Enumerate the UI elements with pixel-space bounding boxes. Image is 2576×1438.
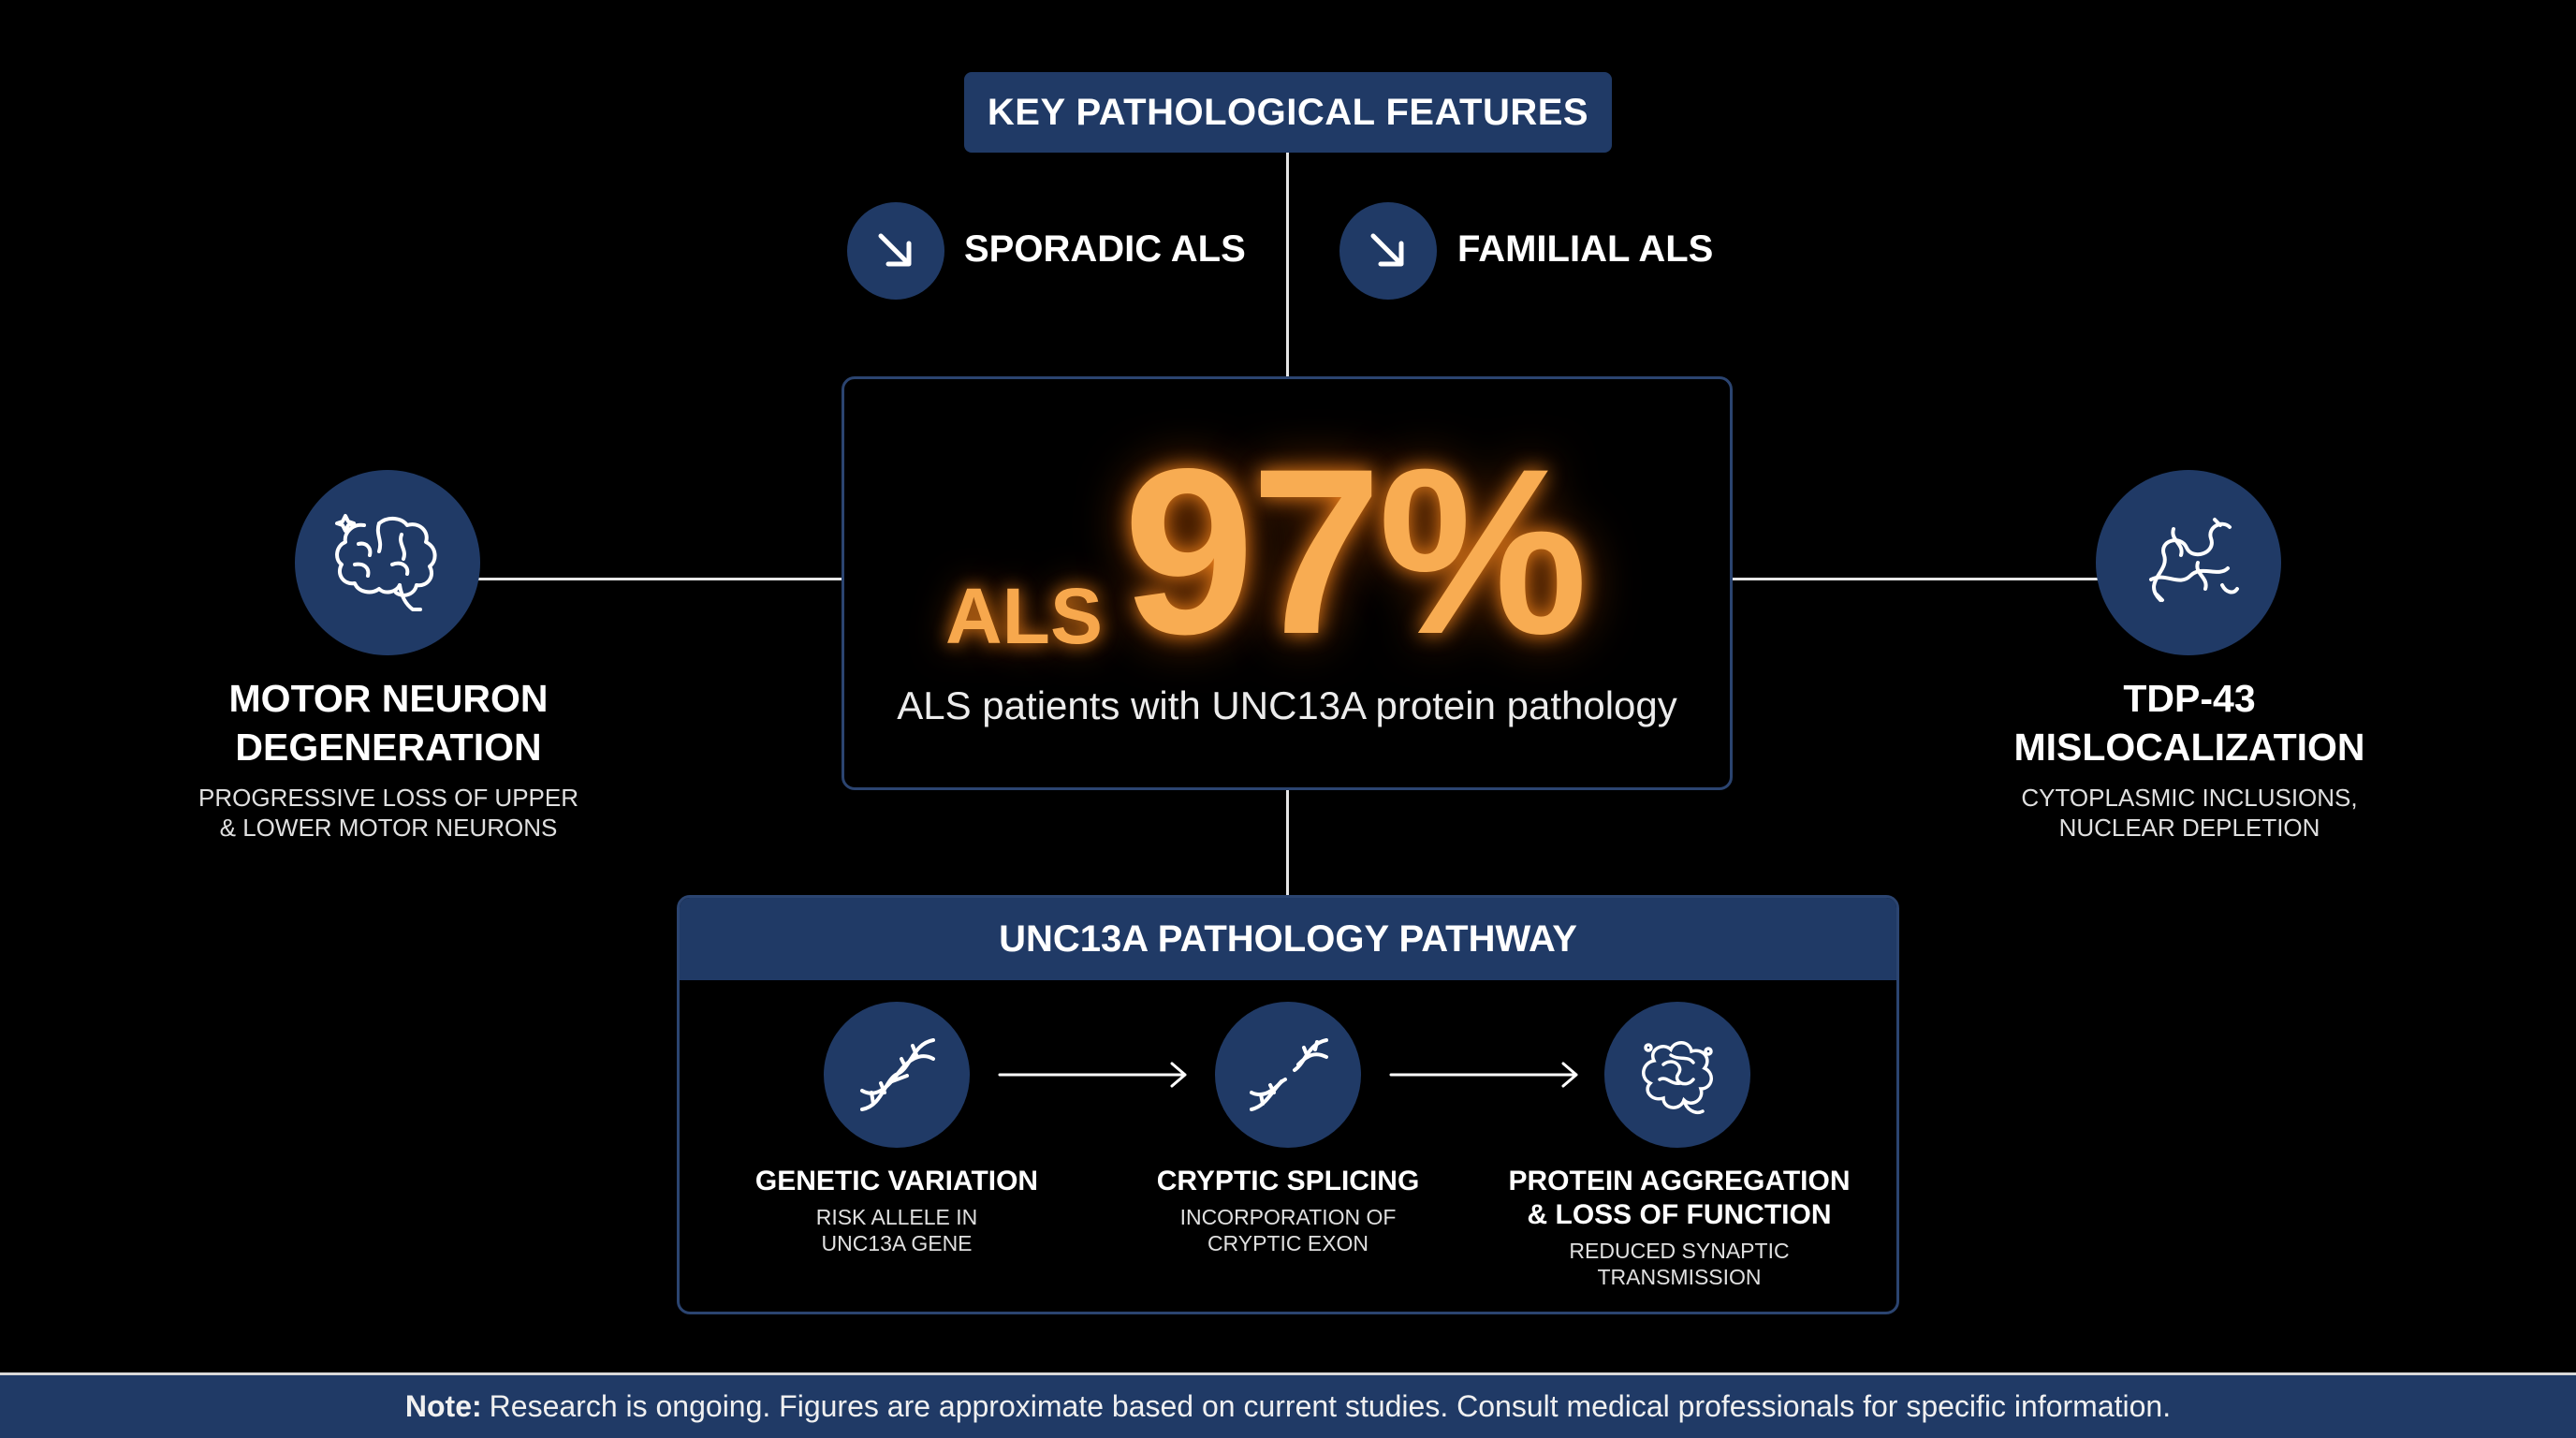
arrow-down-right-icon — [1339, 202, 1437, 300]
step-protein-aggregation-description: REDUCED SYNAPTIC TRANSMISSION — [1569, 1239, 1790, 1289]
step-protein-aggregation-title: PROTEIN AGGREGATION & LOSS OF FUNCTION — [1508, 1166, 1851, 1230]
step-cryptic-splicing-title: CRYPTIC SPLICING — [1156, 1166, 1420, 1196]
step-genetic-variation-description: RISK ALLELE IN UNC13A GENE — [815, 1205, 978, 1255]
statistic-value: 97% — [1123, 420, 1588, 683]
protein-aggregate-icon — [1604, 1002, 1750, 1148]
tdp43-title: TDP-43 MISLOCALIZATION — [2013, 677, 2365, 769]
familial-als-label: FAMILIAL ALS — [1457, 228, 1714, 270]
motor-neuron-title: MOTOR NEURON DEGENERATION — [228, 677, 549, 769]
connector-right — [1733, 578, 2098, 580]
footer-note-label: Note: — [404, 1389, 482, 1423]
arrow-right-icon — [1389, 1062, 1578, 1088]
footer-note-text: Research is ongoing. Figures are approxi… — [489, 1389, 2172, 1423]
statistic-prefix: ALS — [945, 572, 1103, 660]
tdp43-description: CYTOPLASMIC INCLUSIONS, NUCLEAR DEPLETIO… — [2021, 784, 2358, 842]
connector-title-to-box — [1286, 153, 1289, 377]
pathway-panel: UNC13A PATHOLOGY PATHWAY — [677, 895, 1899, 1314]
page-title: KEY PATHOLOGICAL FEATURES — [964, 72, 1612, 153]
dna-icon — [824, 1002, 970, 1148]
brain-icon — [295, 470, 480, 655]
motor-neuron-description: PROGRESSIVE LOSS OF UPPER & LOWER MOTOR … — [198, 784, 578, 842]
arrow-right-icon — [998, 1062, 1187, 1088]
protein-strand-icon — [2096, 470, 2281, 655]
connector-left — [477, 578, 842, 580]
arrow-down-right-icon — [847, 202, 944, 300]
step-cryptic-splicing-description: INCORPORATION OF CRYPTIC EXON — [1179, 1205, 1397, 1255]
step-genetic-variation-title: GENETIC VARIATION — [754, 1166, 1039, 1196]
sporadic-als-label: SPORADIC ALS — [964, 228, 1246, 270]
connector-box-to-pathway — [1286, 790, 1289, 896]
statistic-box — [842, 376, 1733, 790]
dna-split-icon — [1215, 1002, 1361, 1148]
footer-note: Note: Research is ongoing. Figures are a… — [0, 1372, 2576, 1438]
pathway-title: UNC13A PATHOLOGY PATHWAY — [680, 898, 1896, 980]
statistic-description: ALS patients with UNC13A protein patholo… — [897, 683, 1677, 727]
